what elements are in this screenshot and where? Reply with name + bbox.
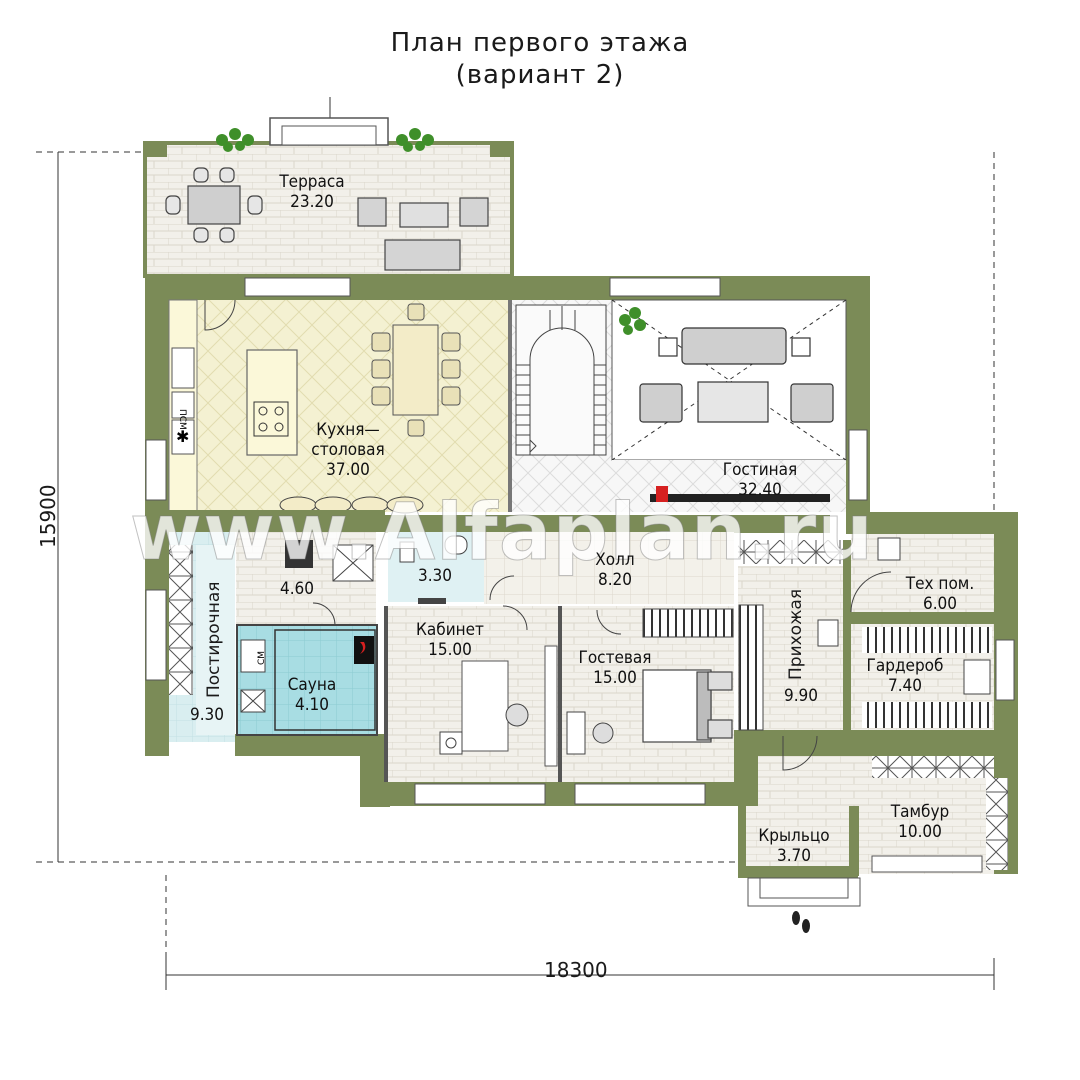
plant-icon [216,128,434,152]
room-name: Крыльцо [758,826,830,846]
dining-table-icon [371,303,461,437]
room-label-hall: Холл 8.20 [570,550,660,590]
room-label-kitchen: Кухня— столовая 37.00 [298,420,398,480]
room-name: Холл [595,550,635,570]
room-name: Терраса [279,172,345,192]
width-dimension: 18300 [544,958,608,982]
room-area-laundry: 9.30 [182,705,232,725]
room-label-laundry: Постирочная [204,581,224,698]
room-area: 32.40 [738,480,782,500]
room-area: 7.40 [887,676,923,696]
room-name: Кабинет [416,620,484,640]
room-label-cabinet: Кабинет 15.00 [400,620,500,660]
porch-floor [738,806,850,876]
room-label-guest: Гостевая 15.00 [560,648,670,688]
bed-icon [642,669,733,743]
height-dimension: 15900 [36,484,60,548]
room-name: Гардероб [866,656,944,676]
dining-table-icon [165,167,263,243]
room-name: Гостиная [722,460,798,480]
room-name: Тех пом. [905,574,975,594]
room-area: 4.60 [279,579,315,599]
room-label-entry: Прихожая [786,588,806,680]
watermark: www.Alfaplan.ru [130,488,874,579]
washer-label: СМ [257,651,267,665]
room-area: 10.00 [898,822,942,842]
room-label-living: Гостиная 32.40 [698,460,822,500]
room-area: 9.90 [783,686,819,706]
room-area: 3.30 [417,566,453,586]
room-name: Тамбур [890,802,950,822]
room-label-terrace: Терраса 23.20 [262,172,362,212]
sofa-icon [357,197,489,271]
stove-icon: ✱ [176,427,189,446]
room-area: 15.00 [428,640,472,660]
room-area: 8.20 [597,570,633,590]
room-label-vestibule: Тамбур 10.00 [870,802,970,842]
sofa-icon [639,327,834,423]
room-name: столовая [311,440,385,460]
hall-floor [484,532,734,604]
room-area: 23.20 [290,192,334,212]
room-label-porch: Крыльцо 3.70 [744,826,844,866]
room-area: 4.10 [294,695,330,715]
windows [145,277,1015,873]
plant-icon [619,307,646,335]
room-label-330: 3.30 [410,566,460,586]
room-name: Кухня— [316,420,380,440]
footprints-icon [792,911,810,933]
room-label-tech: Тех пом. 6.00 [890,574,990,614]
kitchen-floor [169,300,508,512]
room-area: 15.00 [593,668,637,688]
room-area: 6.00 [922,594,958,614]
dishwasher-label: ПСМ [177,409,187,430]
room-label-460: 4.60 [272,579,322,599]
stove-icon [253,401,289,437]
room-area: 3.70 [776,846,812,866]
room-area: 9.30 [189,705,225,725]
room-label-wardrobe: Гардероб 7.40 [850,656,960,696]
room-name: Сауна [287,675,337,695]
dimension-lines [36,97,995,990]
tech-floor [851,534,994,612]
room-name: Гостевая [578,648,652,668]
plan-subtitle: (вариант 2) [455,60,625,90]
fireplace-icon [650,486,830,502]
plan-title: План первого этажа [390,28,690,58]
room-area: 37.00 [326,460,370,480]
room-label-sauna: Сауна 4.10 [274,675,350,715]
room-area-entry: 9.90 [776,686,826,706]
stairs-icon [515,304,607,456]
